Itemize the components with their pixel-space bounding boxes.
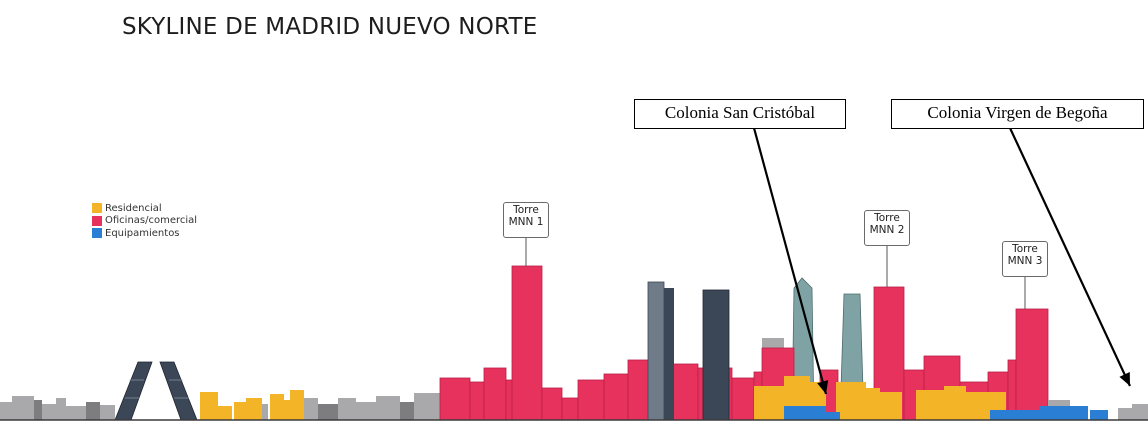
oficinas-building [439,377,471,421]
oficinas-building [483,367,507,421]
residencial-building [916,390,944,420]
legend-item-equipamientos: Equipamientos [92,227,197,240]
oficinas-tower-mnn3 [1015,308,1049,421]
arrow-colonia-san-cristobal [752,127,828,395]
oficinas-building [561,397,579,421]
oficinas-building [603,373,629,421]
residencial-building [290,390,304,420]
existing-building [34,400,42,420]
existing-building [1118,408,1132,420]
diagram-title: SKYLINE DE MADRID NUEVO NORTE [122,14,538,40]
residencial-building [246,398,262,420]
oficinas-building [671,363,699,421]
existing-building [262,404,268,420]
residencial-building [200,392,218,420]
legend-swatch-oficinas [92,215,102,226]
oficinas-building [731,377,755,421]
glass-tower [702,289,730,421]
residencial-building [944,386,966,420]
existing-building [318,404,338,420]
legend: Residencial Oficinas/comercial Equipamie… [92,202,197,240]
residencial-building [270,394,284,420]
existing-building [86,402,100,420]
existing-building [356,402,376,420]
existing-building [400,402,414,420]
equipamientos-building [990,410,1040,420]
buildings-layer [0,238,1148,421]
oficinas-building [469,381,485,421]
existing-building [56,398,66,420]
tower-label-mnn3: Torre MNN 3 [1002,241,1048,277]
residencial-building [754,386,784,420]
existing-building [376,396,400,420]
callout-colonia-virgen-de-begona: Colonia Virgen de Begoña [891,99,1144,129]
oficinas-building [541,387,563,421]
glass-tower [664,288,674,420]
existing-building [1132,404,1148,420]
equipamientos-building [1040,406,1088,420]
equipamientos-building [826,412,840,420]
legend-label-residencial: Residencial [105,202,162,214]
equipamientos-building [1090,410,1108,420]
residencial-building [218,406,232,420]
arrow-colonia-san-cristobal-head [817,380,829,394]
arrow-colonia-virgen-de-begona-head [1119,372,1130,386]
tower-label-mnn2: Torre MNN 2 [864,210,910,246]
oficinas-tower-mnn1 [511,265,543,421]
oficinas-building [577,379,605,421]
legend-label-oficinas: Oficinas/comercial [105,215,198,227]
existing-building [100,405,115,420]
glass-tower [647,281,665,421]
legend-item-residencial: Residencial [92,202,197,215]
kio-tower-left [114,361,153,421]
callout-arrows [752,127,1131,395]
existing-building [304,398,318,420]
legend-label-equipamientos: Equipamientos [105,227,180,239]
existing-building [42,404,56,420]
kio-tower-right [159,361,198,421]
callout-colonia-san-cristobal: Colonia San Cristóbal [634,99,846,129]
legend-item-oficinas: Oficinas/comercial [92,215,197,228]
existing-building [338,398,356,420]
residencial-building [880,392,902,420]
oficinas-building [627,359,651,421]
existing-building [414,393,440,420]
existing-building [0,402,12,420]
arrow-colonia-virgen-de-begona [1009,127,1131,387]
residencial-building [284,400,290,420]
legend-swatch-equipamientos [92,228,102,239]
tower-label-mnn1: Torre MNN 1 [503,202,549,238]
existing-building [66,406,86,420]
residencial-building [836,382,866,420]
residencial-building [234,402,246,420]
residencial-building [866,388,880,420]
existing-building [12,396,34,420]
legend-swatch-residencial [92,203,102,214]
equipamientos-building [784,406,826,420]
